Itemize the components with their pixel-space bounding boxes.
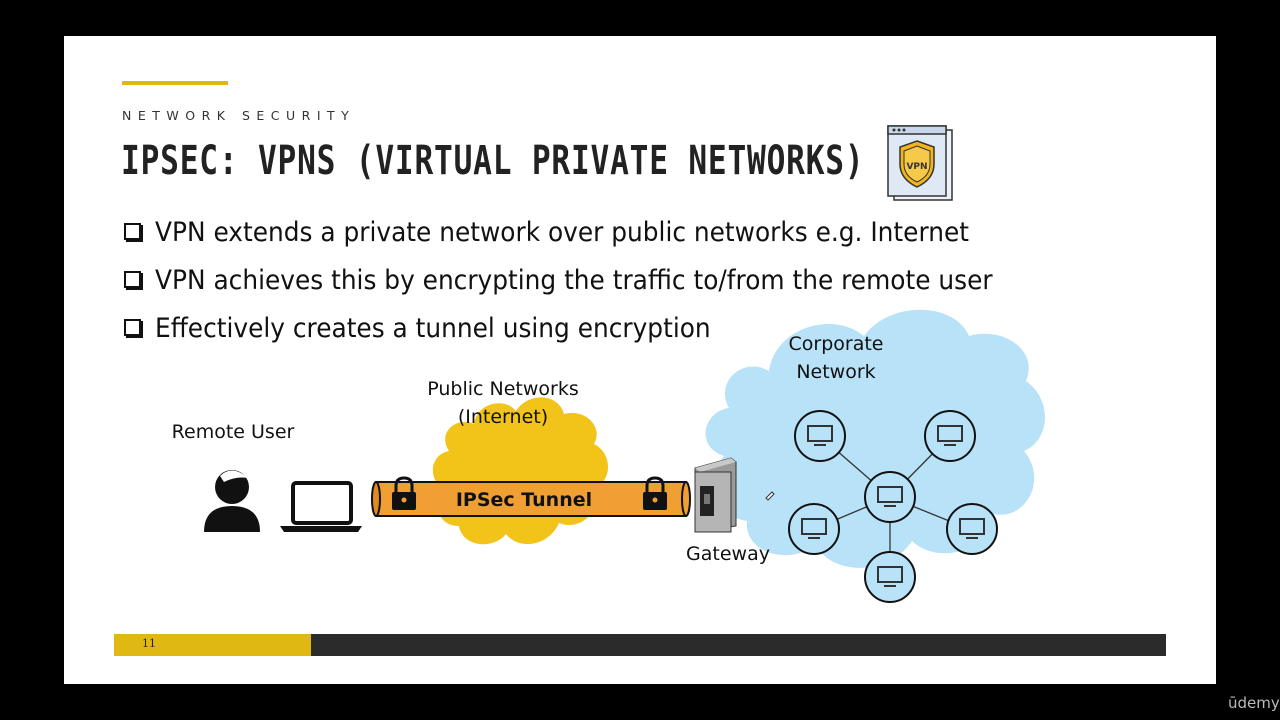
slide: NETWORK SECURITY IPSEC: VPNS (VIRTUAL PR… [64,36,1216,684]
udemy-watermark: ūdemy [1228,694,1280,712]
footer-bar [311,634,1166,656]
computer-node-icon [865,472,915,522]
computer-node-icon [795,411,845,461]
vpn-diagram: Remote User Public Networks (Internet) I… [64,36,1216,684]
public-networks-label: Public Networks [427,378,579,400]
laptop-icon [280,483,362,532]
remote-user-label: Remote User [172,421,295,443]
corporate-label: Corporate [789,333,884,355]
computer-node-icon [789,504,839,554]
user-icon [204,470,260,532]
page-number: 11 [142,637,156,650]
computer-node-icon [947,504,997,554]
computer-node-icon [925,411,975,461]
tunnel-label: IPSec Tunnel [456,489,592,511]
computer-node-icon [865,552,915,602]
internet-label: (Internet) [458,406,548,428]
gateway-server-icon [695,458,736,532]
network-label: Network [796,361,875,383]
gateway-label: Gateway [686,543,770,565]
